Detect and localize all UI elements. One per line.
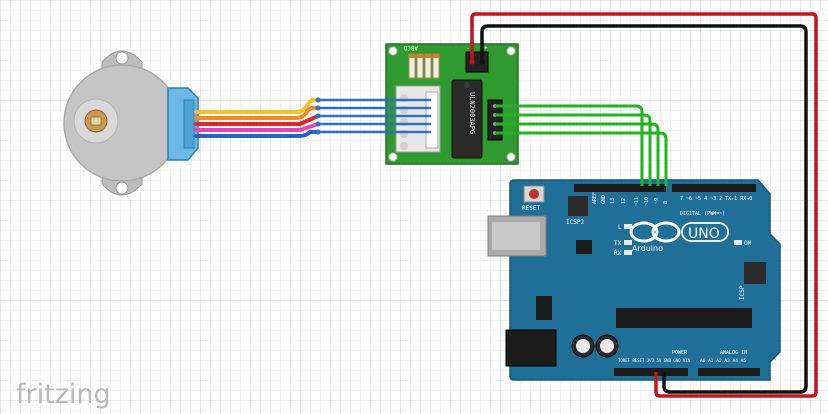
pin-12-label: 12: [621, 198, 627, 204]
atmega-chip: [616, 308, 752, 328]
arduino-brand-text: Arduino: [632, 244, 663, 253]
power-pins-label: IOREF RESET 3V3 5V GND GND VIN: [618, 358, 691, 363]
driver-minus-label: -: [466, 45, 470, 52]
digital-header-right: [672, 184, 756, 192]
icsp-label: ICSP: [739, 285, 746, 300]
led-rx-label: RX: [614, 250, 622, 257]
driver-top-label: ABCD: [403, 44, 418, 51]
icsp2-label: ICSP2: [566, 219, 584, 226]
power-wires: [469, 12, 818, 398]
pin-10-label: ~10: [644, 197, 650, 206]
aref-label: AREF: [592, 192, 598, 204]
stepper-motor[interactable]: [63, 50, 199, 196]
led-tx-label: TX: [614, 240, 622, 247]
on-led-label: ON: [744, 240, 752, 247]
pin-13-label: 13: [610, 198, 616, 204]
driver-power-header: [465, 51, 489, 73]
analog-label: ANALOG IN: [720, 350, 747, 356]
chip-label: ULN2003APG: [468, 92, 476, 134]
icsp-header: [744, 262, 766, 284]
reset-label: RESET: [522, 205, 540, 212]
signal-wires: [495, 104, 668, 186]
arduino-uno-board[interactable]: RESET ICSP2 AREF GND 13 12 ~11 ~10 ~9 8 …: [487, 179, 781, 381]
driver-input-header: [487, 99, 503, 141]
power-jack: [505, 329, 557, 367]
pin-8-label: 8: [663, 201, 669, 204]
power-header: [614, 368, 688, 376]
icsp2-header: [568, 196, 588, 216]
analog-header: [698, 368, 760, 376]
uln2003-driver-board[interactable]: ABCD - + ULN2003APG: [385, 43, 519, 165]
led-l-label: L: [618, 224, 622, 231]
digital-header-left: [574, 184, 666, 192]
pin-9-label: ~9: [654, 198, 660, 204]
pin-11-label: ~11: [634, 197, 640, 206]
digital-label: DIGITAL (PWM=~): [680, 211, 725, 217]
uno-logo-text: UNO: [688, 226, 720, 242]
analog-pins-label: A0 A1 A2 A3 A4 A5: [700, 358, 746, 364]
fritzing-watermark: fritzing: [16, 379, 111, 410]
uln2003-chip: [451, 79, 483, 159]
digital-right-pins: 7 ~6 ~5 4 ~3 2 TX▸1 RX◂0: [680, 196, 752, 202]
gnd-label: GND: [601, 195, 607, 204]
connector-wires: [315, 97, 432, 135]
motor-wires: [194, 98, 320, 138]
driver-leds: [408, 53, 440, 79]
driver-plus-label: +: [484, 45, 488, 52]
power-label: POWER: [672, 350, 688, 356]
arduino-logo: UNO Arduino: [629, 221, 729, 253]
